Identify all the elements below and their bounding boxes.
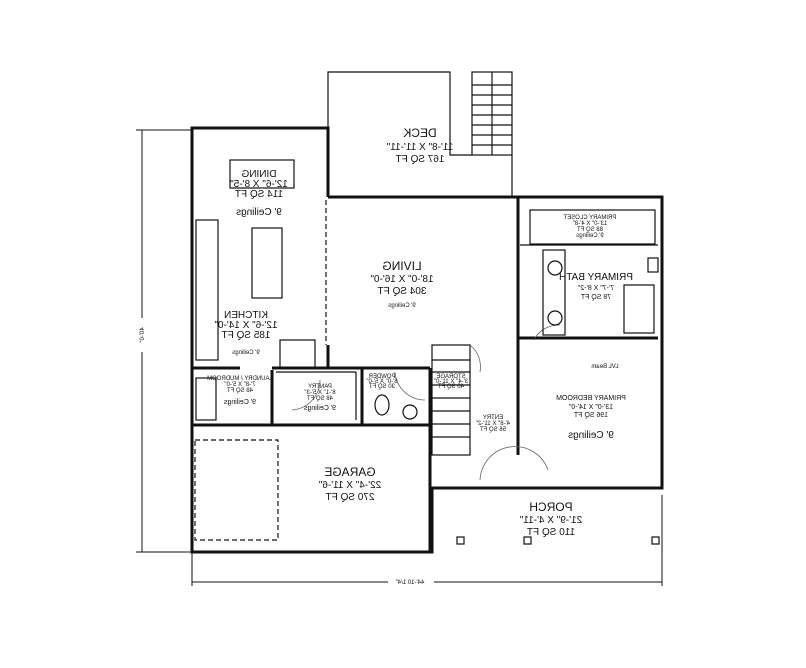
svg-text:ENTRY: ENTRY (483, 415, 503, 421)
kitchen-fixtures (195, 159, 316, 421)
room-kitchen: KITCHEN 12'-6" X 14'-0" 185 SQ FT 9' Cei… (214, 310, 278, 356)
svg-text:PRIMARY BEDROOM: PRIMARY BEDROOM (556, 395, 626, 402)
svg-text:11'-8" X 11'-11": 11'-8" X 11'-11" (386, 142, 453, 153)
svg-text:9' Ceilings: 9' Ceilings (303, 405, 336, 412)
deck-outline (327, 71, 513, 197)
interior-walls (192, 197, 658, 552)
svg-text:40 SQ FT: 40 SQ FT (438, 384, 464, 390)
svg-text:POWDER: POWDER (368, 374, 396, 380)
exterior-walls (190, 126, 664, 554)
svg-text:7'-7" X 8'-2": 7'-7" X 8'-2" (577, 285, 614, 292)
svg-text:21'-9" X 4'-11": 21'-9" X 4'-11" (519, 515, 582, 526)
dimension-width: 44'-10 1/4" (191, 495, 663, 587)
room-powder: POWDER 6'-0" X 5'-0" 30 SQ FT (366, 374, 397, 390)
svg-text:12'-6" X 8'-5": 12'-6" X 8'-5" (230, 179, 288, 190)
room-storage: STORAGE 3'-4" X 11'-0" 40 SQ FT (434, 374, 468, 390)
svg-text:114 SQ FT: 114 SQ FT (235, 189, 283, 200)
svg-text:9' Ceilings: 9' Ceilings (568, 430, 614, 441)
svg-text:30 SQ FT: 30 SQ FT (369, 384, 395, 390)
svg-text:185 SQ FT: 185 SQ FT (222, 330, 271, 341)
room-primary-bath: PRIMARY BATH 7'-7" X 8'-2" 78 SQ FT (559, 272, 633, 301)
svg-text:56 SQ FT: 56 SQ FT (480, 427, 506, 433)
room-primary-bedroom: PRIMARY BEDROOM 13'-0" X 14'-0" 196 SQ F… (556, 395, 626, 441)
bath-fixtures (374, 249, 659, 420)
svg-text:8'-1" X 5'-3": 8'-1" X 5'-3" (304, 390, 335, 396)
dimension-width-label: 44'-10 1/4" (396, 580, 425, 586)
svg-text:9' Ceilings: 9' Ceilings (236, 207, 282, 218)
svg-text:22'-4" X 11'-6": 22'-4" X 11'-6" (318, 480, 381, 491)
svg-text:13'-0" X 14'-0": 13'-0" X 14'-0" (568, 404, 613, 411)
garage-parking-outline (194, 439, 279, 541)
dimension-depth: 40'-0" (136, 129, 192, 553)
svg-text:9' Ceilings: 9' Ceilings (576, 233, 604, 239)
svg-text:167 SQ FT: 167 SQ FT (396, 154, 445, 165)
svg-text:DINING: DINING (241, 169, 276, 180)
room-pantry: PANTRY 8'-1" X 5'-3" 48 SQ FT 9' Ceiling… (303, 384, 336, 412)
deck-stairs (472, 72, 512, 155)
lvl-beam-label: LVL Beam (591, 364, 618, 370)
room-living: LIVING 18'-0" X 16'-0" 304 SQ FT 9' Ceil… (370, 259, 434, 309)
svg-text:48 SQ FT: 48 SQ FT (227, 388, 253, 394)
dimension-depth-label: 40'-0" (140, 327, 146, 342)
svg-text:3'-4" X 11'-0": 3'-4" X 11'-0" (434, 379, 468, 385)
room-garage: GARAGE 22'-4" X 11'-6" 270 SQ FT (318, 465, 381, 503)
porch-posts (456, 536, 660, 545)
svg-text:18'-0" X 16'-0": 18'-0" X 16'-0" (370, 274, 434, 285)
svg-text:12'-6" X 14'-0": 12'-6" X 14'-0" (214, 320, 278, 331)
svg-text:DECK: DECK (403, 126, 436, 140)
room-porch: PORCH 21'-9" X 4'-11" 110 SQ FT (519, 500, 582, 538)
svg-text:4'-8" X 11'-2": 4'-8" X 11'-2" (476, 421, 510, 427)
svg-text:48 SQ FT: 48 SQ FT (307, 396, 333, 402)
room-primary-closet: PRIMARY CLOSET 13'-0" X 4'-8" 88 SQ FT 9… (563, 215, 616, 239)
svg-text:PRIMARY BATH: PRIMARY BATH (559, 272, 633, 283)
svg-text:6'-0" X 5'-0": 6'-0" X 5'-0" (366, 379, 397, 385)
svg-text:78 SQ FT: 78 SQ FT (580, 294, 611, 301)
svg-text:LVL Beam: LVL Beam (591, 364, 618, 370)
svg-text:9' Ceilings: 9' Ceilings (232, 350, 260, 356)
svg-text:PANTRY: PANTRY (308, 384, 332, 390)
svg-text:LIVING: LIVING (382, 259, 421, 273)
svg-text:9' Ceilings: 9' Ceilings (388, 303, 416, 309)
svg-text:88 SQ FT: 88 SQ FT (577, 227, 603, 233)
svg-text:270 SQ FT: 270 SQ FT (326, 492, 375, 503)
svg-text:LAUNDRY / MUDROOM: LAUNDRY / MUDROOM (207, 376, 273, 382)
svg-text:7'-8" X 5'-0": 7'-8" X 5'-0" (224, 382, 255, 388)
svg-text:KITCHEN: KITCHEN (224, 310, 268, 321)
svg-text:PRIMARY CLOSET: PRIMARY CLOSET (563, 215, 616, 221)
room-entry: ENTRY 4'-8" X 11'-2" 56 SQ FT (476, 415, 510, 433)
svg-text:GARAGE: GARAGE (324, 465, 375, 479)
svg-text:110 SQ FT: 110 SQ FT (527, 527, 575, 538)
svg-text:PORCH: PORCH (529, 500, 572, 514)
svg-text:9' Ceilings: 9' Ceilings (223, 399, 256, 406)
svg-text:STORAGE: STORAGE (436, 374, 465, 380)
svg-text:13'-0" X 4'-8": 13'-0" X 4'-8" (573, 221, 608, 227)
room-deck: DECK 11'-8" X 11'-11" 167 SQ FT (386, 126, 453, 165)
svg-text:196 SQ FT: 196 SQ FT (573, 412, 608, 419)
svg-text:304 SQ FT: 304 SQ FT (378, 286, 427, 297)
room-dining: DINING 12'-6" X 8'-5" 114 SQ FT 9' Ceili… (230, 169, 288, 218)
room-laundry: LAUNDRY / MUDROOM 7'-8" X 5'-0" 48 SQ FT… (207, 376, 273, 406)
